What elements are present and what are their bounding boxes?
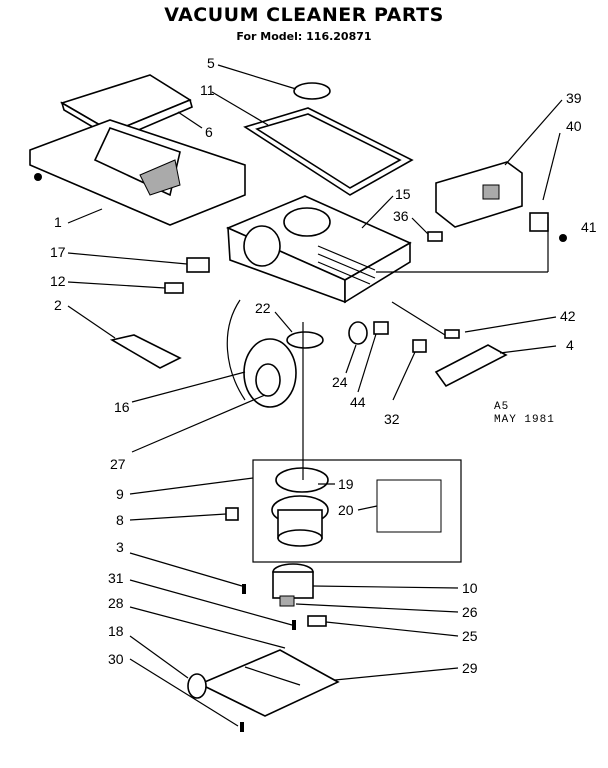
bracket-drawing — [109, 334, 182, 369]
part-label-42: 42 — [560, 308, 576, 324]
cord-reel-drawing — [226, 299, 297, 408]
part-label-19: 19 — [338, 476, 354, 492]
model-number: For Model: 116.20871 — [236, 30, 372, 43]
housing-drawing — [29, 119, 246, 226]
handle-drawing — [434, 344, 508, 388]
part-label-24: 24 — [332, 374, 348, 390]
clip-32-drawing — [412, 339, 427, 353]
stamp-code: A5 — [494, 401, 510, 413]
part-label-4: 4 — [566, 337, 574, 353]
part-label-40: 40 — [566, 118, 582, 134]
o-ring-drawing — [286, 331, 324, 349]
part-label-26: 26 — [462, 604, 478, 620]
part-label-41: 41 — [581, 219, 597, 235]
filter-disc-drawing — [293, 82, 331, 100]
cord-plug-drawing — [427, 231, 443, 242]
screw-41-drawing — [559, 234, 567, 242]
latch-drawing — [529, 212, 549, 232]
date-stamp: A5 MAY 1981 — [494, 401, 555, 427]
part-label-16: 16 — [114, 399, 130, 415]
body-drawing — [225, 195, 412, 304]
part-label-11: 11 — [200, 82, 215, 98]
part-labels: 5 11 6 1 15 36 39 40 41 17 12 2 22 42 4 … — [50, 55, 597, 676]
diagram-title: VACUUM CLEANER PARTS — [164, 4, 444, 26]
part-label-5: 5 — [207, 55, 215, 71]
spacer-drawing — [164, 282, 184, 294]
clip-25-drawing — [307, 615, 327, 627]
part-label-12: 12 — [50, 273, 66, 289]
part-label-39: 39 — [566, 90, 582, 106]
stamp-date: MAY 1981 — [494, 414, 555, 426]
part-label-8: 8 — [116, 512, 124, 528]
small-parts-box — [376, 479, 442, 533]
cord-42-drawing — [391, 301, 446, 336]
part-label-22: 22 — [255, 300, 271, 316]
part-label-44: 44 — [350, 394, 366, 410]
part-label-10: 10 — [462, 580, 478, 596]
part-label-18: 18 — [108, 623, 124, 639]
part-label-1: 1 — [54, 214, 62, 230]
wheel-18-drawing — [187, 673, 207, 699]
leader-lines — [67, 64, 563, 727]
base-plate-drawing — [198, 649, 340, 717]
part-label-31: 31 — [108, 570, 124, 586]
motor-group-box — [252, 459, 462, 563]
clip-44-drawing — [373, 321, 389, 335]
part-label-2: 2 — [54, 297, 62, 313]
wheel-24-drawing — [348, 321, 368, 345]
gasket-drawing — [243, 107, 414, 196]
part-drawings — [29, 74, 567, 732]
door-drawing — [435, 161, 523, 228]
clip-8-drawing — [225, 507, 239, 521]
motor-drawing — [271, 467, 329, 547]
part-label-20: 20 — [338, 502, 354, 518]
part-label-3: 3 — [116, 539, 124, 555]
part-label-15: 15 — [395, 186, 411, 202]
part-label-25: 25 — [462, 628, 478, 644]
part-label-9: 9 — [116, 486, 124, 502]
part-label-28: 28 — [108, 595, 124, 611]
part-label-36: 36 — [393, 208, 409, 224]
part-label-17: 17 — [50, 244, 66, 260]
switch-drawing — [186, 257, 210, 273]
part-label-27: 27 — [110, 456, 126, 472]
motor-mount-drawing — [272, 563, 314, 607]
part-label-32: 32 — [384, 411, 400, 427]
part-label-29: 29 — [462, 660, 478, 676]
part-label-6: 6 — [205, 124, 213, 140]
part-label-30: 30 — [108, 651, 124, 667]
